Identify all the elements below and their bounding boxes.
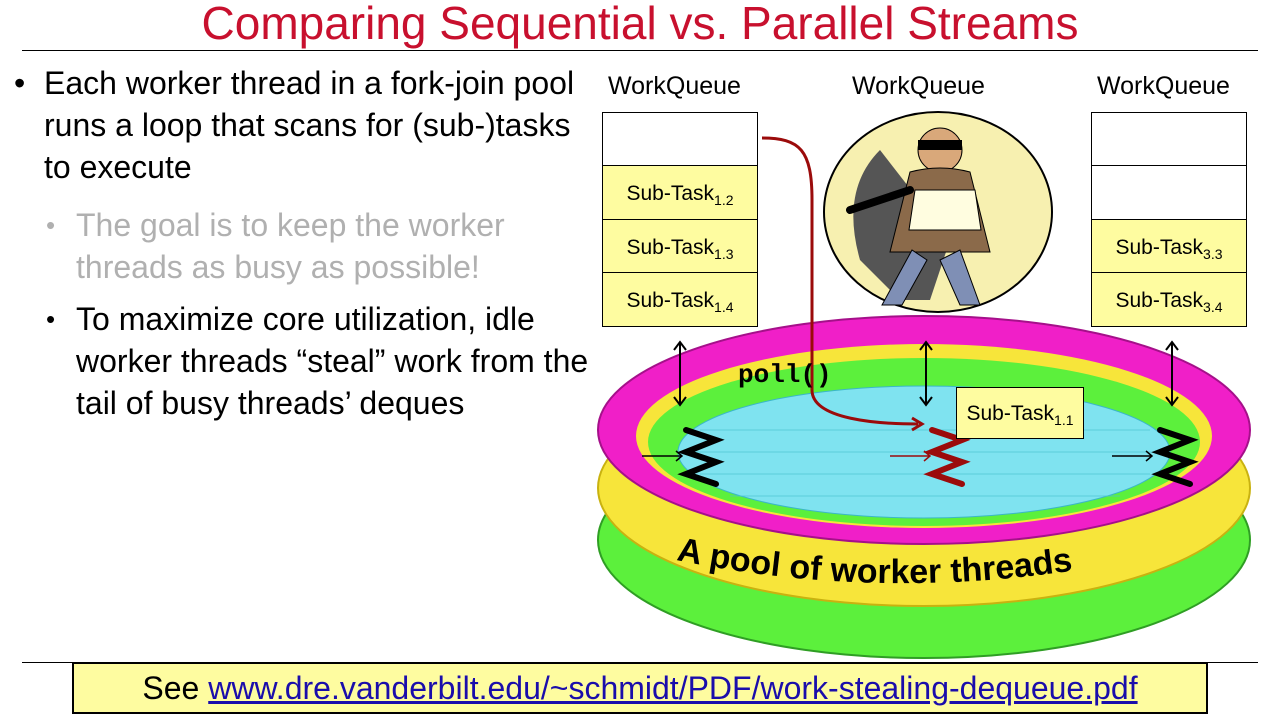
bullet-marker: • xyxy=(14,65,26,101)
steal-arrow-head xyxy=(911,416,925,432)
queue-subtask: Sub-Task3.4 xyxy=(1091,272,1247,327)
queue-subtask: Sub-Task1.2 xyxy=(602,165,758,220)
subtask-index: 3.4 xyxy=(1203,299,1223,316)
workqueue-label-2: WorkQueue xyxy=(852,72,985,100)
bullet-sub-1-text: The goal is to keep the worker threads a… xyxy=(76,207,505,285)
subtask-index: 1.3 xyxy=(714,245,734,262)
worker-thread-3 xyxy=(1151,427,1199,487)
workqueue-label-1: WorkQueue xyxy=(608,72,741,100)
steal-arrow xyxy=(761,136,919,426)
thread-input-arrows xyxy=(642,450,1154,462)
queue-empty-slot xyxy=(1091,111,1247,167)
queue-thread-links xyxy=(673,340,1179,407)
workqueue-label-3: WorkQueue xyxy=(1097,72,1230,100)
bullet-main-text: Each worker thread in a fork-join pool r… xyxy=(44,65,575,185)
worker-thread-1 xyxy=(677,427,725,487)
bullet-marker: • xyxy=(46,304,56,334)
subtask-label: Sub-Task xyxy=(626,235,715,259)
queue-subtask: Sub-Task1.4 xyxy=(602,272,758,327)
stolen-subtask-text: Sub-Task xyxy=(966,402,1055,425)
thief-illustration xyxy=(823,111,1053,313)
subtask-label: Sub-Task xyxy=(626,289,715,312)
reference-link[interactable]: www.dre.vanderbilt.edu/~schmidt/PDF/work… xyxy=(208,670,1138,706)
queue-subtask: Sub-Task3.3 xyxy=(1091,218,1247,274)
subtask-index: 1.2 xyxy=(714,192,734,209)
subtask-index: 1.4 xyxy=(714,299,734,316)
bullet-sub-2-text: To maximize core utilization, idle worke… xyxy=(76,301,589,421)
footer-prefix: See xyxy=(142,670,209,706)
stolen-subtask: Sub-Task1.1 xyxy=(956,387,1084,439)
subtask-label: Sub-Task xyxy=(626,182,715,205)
title-divider xyxy=(22,50,1258,51)
subtask-index: 3.3 xyxy=(1203,245,1223,262)
bullet-marker: • xyxy=(46,210,56,240)
subtask-label: Sub-Task xyxy=(1115,289,1204,312)
subtask-label: Sub-Task xyxy=(1115,235,1204,259)
queue-subtask: Sub-Task1.3 xyxy=(602,218,758,274)
poll-label: poll() xyxy=(738,360,832,390)
slide-title: Comparing Sequential vs. Parallel Stream… xyxy=(201,0,1079,49)
queue-empty-slot xyxy=(1091,165,1247,220)
stolen-subtask-index: 1.1 xyxy=(1054,412,1074,429)
reference-footer: See www.dre.vanderbilt.edu/~schmidt/PDF/… xyxy=(72,662,1208,714)
queue-empty-slot xyxy=(602,111,758,167)
